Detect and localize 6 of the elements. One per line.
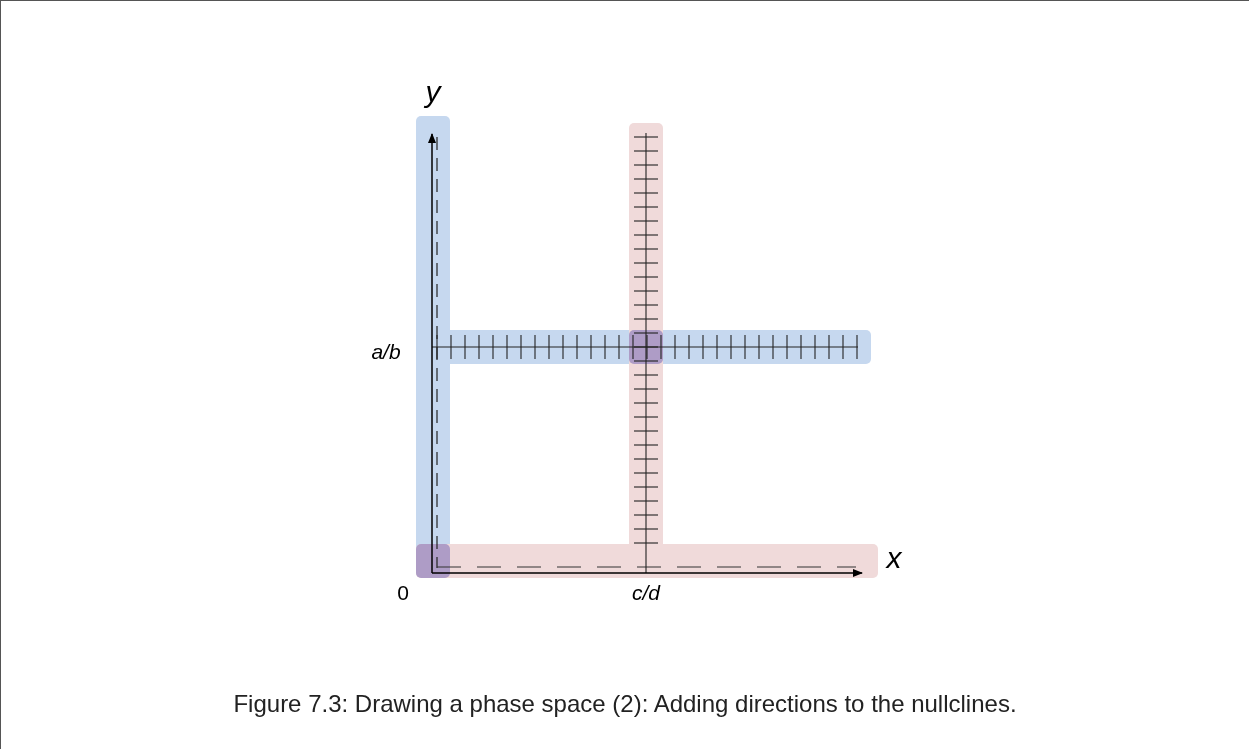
tick-label: 0 — [397, 581, 409, 605]
figure-caption: Figure 7.3: Drawing a phase space (2): Adding directions to the nullclines. — [232, 690, 1018, 718]
tick-label: a/b — [371, 340, 401, 364]
axis-label: y — [425, 75, 441, 109]
tick-label: c/d — [632, 581, 660, 605]
axis-label: x — [886, 541, 902, 575]
